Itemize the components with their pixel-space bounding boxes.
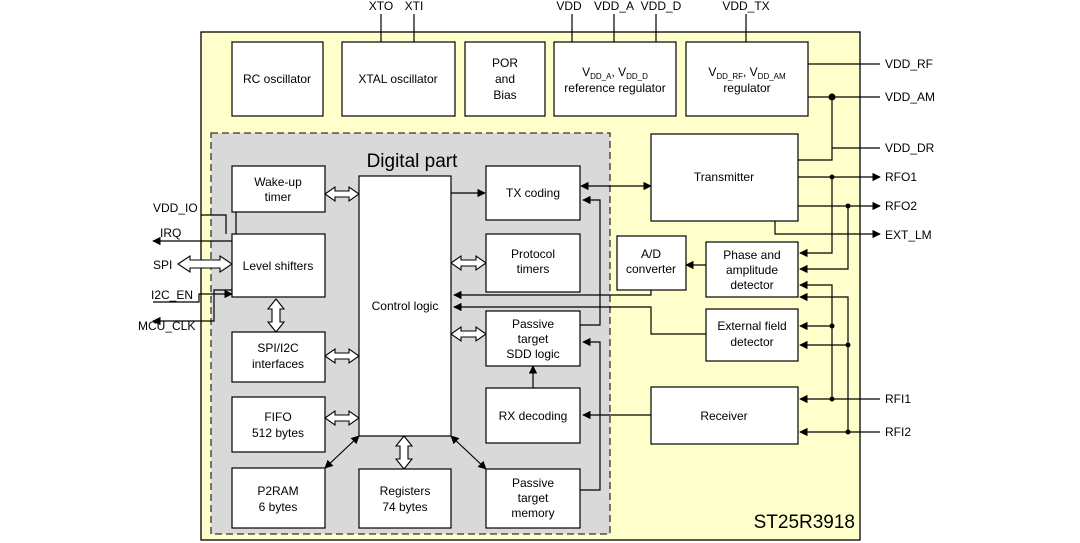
target-memory-block (485, 468, 581, 529)
rc-oscillator-block (231, 41, 324, 117)
pin-vdd-d: VDD_D (641, 0, 682, 13)
fifo-label-2: 512 bytes (252, 426, 304, 440)
memory-label-3: memory (511, 506, 554, 520)
junction-dots (828, 93, 851, 435)
phase-label-1: Phase and (723, 248, 780, 262)
por-label-2: and (495, 72, 515, 86)
por-bias-block (464, 41, 546, 117)
pin-rfo1: RFO1 (885, 170, 917, 184)
xtal-oscillator-block (341, 41, 456, 117)
pin-mcu-clk: MCU_CLK (138, 319, 195, 333)
spi-i2c-interfaces-block (231, 331, 326, 383)
rf-regulator-block (685, 41, 809, 117)
ad-converter-label-1: A/D (641, 247, 661, 261)
rx-decoding-label: RX decoding (499, 409, 568, 423)
wakeup-label-1: Wake-up (254, 175, 302, 189)
ad-converter-block (616, 235, 687, 291)
pin-vdd-am: VDD_AM (885, 90, 935, 104)
pin-rfi2: RFI2 (885, 425, 911, 439)
external-field-detector-block (705, 308, 799, 362)
pin-vdd-dr: VDD_DR (885, 141, 935, 155)
registers-label-1: Registers (380, 484, 431, 498)
pin-vdd-tx: VDD_TX (722, 0, 769, 13)
pin-i2c-en: I2C_EN (151, 288, 193, 302)
pin-vdd-rf: VDD_RF (885, 57, 933, 71)
ad-converter-label-2: converter (626, 262, 676, 276)
spi-i2c-label-2: interfaces (252, 357, 304, 371)
p2ram-label-1: P2RAM (257, 484, 298, 498)
pin-spi: SPI (153, 258, 172, 272)
blocks (231, 41, 809, 529)
por-label-1: POR (492, 56, 518, 70)
receiver-label: Receiver (700, 409, 747, 423)
por-label-3: Bias (493, 88, 516, 102)
protocol-timers-label-1: Protocol (511, 247, 555, 261)
wires (152, 14, 881, 491)
digital-part-title: Digital part (367, 151, 459, 172)
spi-i2c-label-1: SPI/I2C (257, 341, 299, 355)
rc-oscillator-label: RC oscillator (243, 72, 311, 86)
memory-label-2: target (518, 491, 549, 505)
p2ram-block (231, 467, 326, 529)
tx-coding-block (485, 165, 581, 221)
pin-rfo2: RFO2 (885, 199, 917, 213)
chip-name: ST25R3918 (754, 512, 855, 533)
wakeup-label-2: timer (265, 190, 292, 204)
pin-ext-lm: EXT_LM (885, 228, 932, 242)
registers-label-2: 74 bytes (382, 500, 427, 514)
reference-regulator-label-2: reference regulator (564, 81, 665, 95)
field-label-2: detector (730, 335, 773, 349)
transmitter-label: Transmitter (694, 170, 754, 184)
phase-label-2: amplitude (726, 263, 778, 277)
pin-rfi1: RFI1 (885, 392, 911, 406)
receiver-block (650, 386, 799, 445)
registers-block (358, 468, 452, 529)
double-arrows (177, 185, 487, 470)
fifo-block (231, 396, 326, 453)
fifo-label-1: FIFO (264, 410, 291, 424)
field-label-1: External field (717, 319, 786, 333)
level-shifters-label: Level shifters (243, 259, 314, 273)
level-shifters-block (231, 233, 326, 298)
rx-decoding-block (485, 387, 581, 444)
reference-regulator-block (553, 41, 677, 117)
transmitter-block (650, 133, 799, 222)
control-logic-label: Control logic (372, 299, 439, 313)
pin-irq: IRQ (160, 226, 181, 240)
pin-xto: XTO (369, 0, 393, 13)
phase-label-3: detector (730, 278, 773, 292)
pin-xti: XTI (405, 0, 424, 13)
sdd-logic-block (485, 310, 581, 367)
pin-labels: XTO XTI VDD VDD_A VDD_D VDD_TX VDD_IO IR… (138, 0, 935, 439)
tx-coding-label: TX coding (506, 186, 560, 200)
p2ram-label-2: 6 bytes (259, 500, 298, 514)
sdd-label-2: target (518, 332, 549, 346)
control-logic-block (358, 175, 452, 437)
sdd-label-3: SDD logic (506, 347, 559, 361)
memory-label-1: Passive (512, 476, 554, 490)
pin-vdd-io: VDD_IO (153, 201, 198, 215)
pin-vdd-a: VDD_A (594, 0, 634, 13)
phase-amplitude-detector-block (705, 241, 799, 298)
protocol-timers-label-2: timers (517, 262, 550, 276)
pin-vdd: VDD (556, 0, 582, 13)
xtal-oscillator-label: XTAL oscillator (358, 72, 437, 86)
protocol-timers-block (485, 233, 581, 293)
rf-regulator-label-2: regulator (723, 81, 770, 95)
wakeup-timer-block (231, 165, 326, 213)
sdd-label-1: Passive (512, 317, 554, 331)
